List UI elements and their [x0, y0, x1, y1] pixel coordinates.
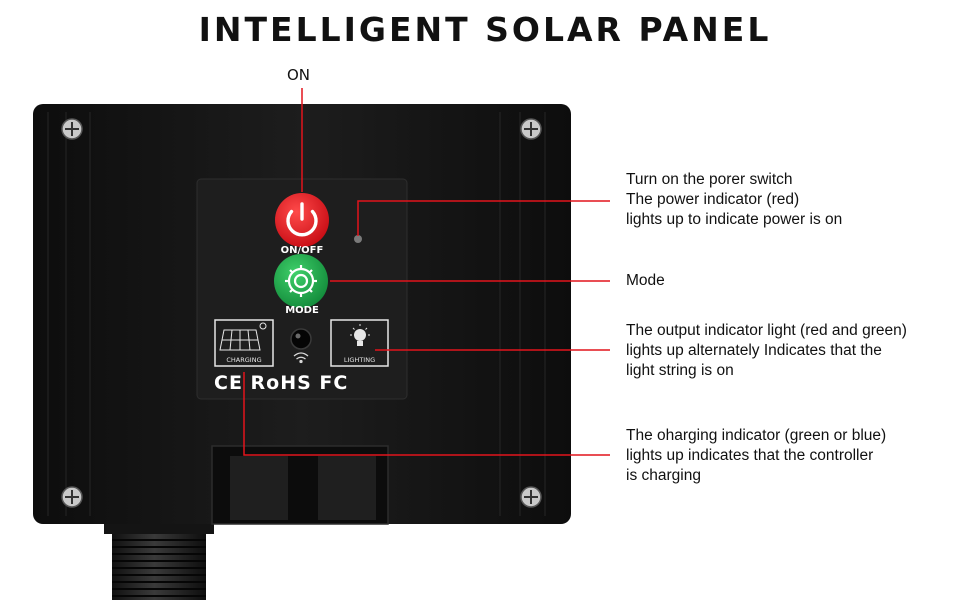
- certification-marks: CE RoHS FC: [214, 372, 348, 394]
- annotation-line: lights up indicates that the controller: [626, 447, 874, 464]
- annotation-line: light string is on: [626, 362, 734, 379]
- power-icon: [286, 209, 318, 237]
- power-callout-line: [357, 200, 610, 236]
- callout-lines: [243, 88, 610, 456]
- annotation-line: Turn on the porer switch: [626, 171, 793, 188]
- lighting-label: LIGHTING: [344, 356, 375, 364]
- mode-button[interactable]: [274, 254, 328, 308]
- lighting-indicator: LIGHTING: [330, 319, 389, 367]
- screw-icon: [520, 118, 542, 140]
- power-button-label: ON/OFF: [281, 245, 324, 256]
- annotation-line: Mode: [626, 272, 665, 289]
- gear-icon: [285, 265, 317, 297]
- charging-callout-line: [243, 372, 610, 456]
- annotation-line: The oharging indicator (green or blue): [626, 427, 887, 444]
- annotation-line: The power indicator (red): [626, 191, 800, 208]
- annotation-line: lights up alternately Indicates that the: [626, 342, 882, 359]
- power-indicator-led: [354, 235, 362, 243]
- power-button[interactable]: [275, 193, 329, 247]
- charging-indicator: CHARGING: [214, 319, 274, 367]
- power-annotation: Turn on the porer switch The power indic…: [626, 170, 842, 230]
- wireless-icon: [293, 352, 309, 364]
- output-annotation: The output indicator light (red and gree…: [626, 321, 907, 381]
- annotation-line: The output indicator light (red and gree…: [626, 322, 907, 339]
- page-title: INTELLIGENT SOLAR PANEL: [198, 10, 772, 49]
- light-bulb-icon: [350, 324, 370, 346]
- mode-annotation: Mode: [626, 271, 665, 291]
- annotation-line: lights up to indicate power is on: [626, 211, 843, 228]
- screw-icon: [61, 118, 83, 140]
- screw-icon: [520, 486, 542, 508]
- mode-button-label: MODE: [285, 305, 319, 316]
- solar-panel-icon: [219, 322, 267, 351]
- light-sensor: [290, 328, 312, 350]
- charging-annotation: The oharging indicator (green or blue) l…: [626, 426, 886, 486]
- charging-label: CHARGING: [226, 356, 261, 364]
- cable-port: [211, 445, 389, 525]
- threaded-connector: [104, 520, 214, 600]
- screw-icon: [61, 486, 83, 508]
- annotation-line: is charging: [626, 467, 701, 484]
- on-label: ON: [287, 66, 311, 84]
